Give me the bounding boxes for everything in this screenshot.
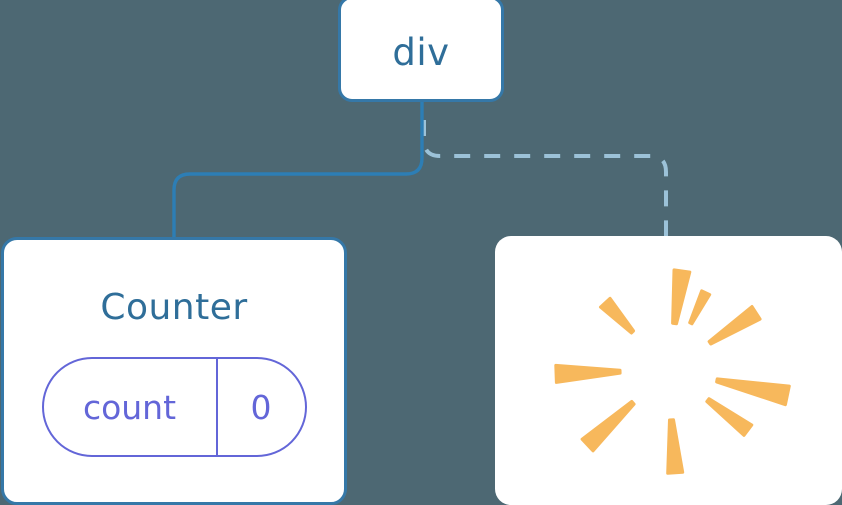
- state-key-label: count: [44, 359, 218, 455]
- state-pill-count[interactable]: count 0: [41, 357, 307, 457]
- sparkle-burst-icon: [554, 268, 791, 475]
- ray-e: [715, 377, 791, 407]
- ray-n: [671, 268, 692, 326]
- sparkle-ray-group: [554, 268, 791, 475]
- ray-se: [705, 397, 754, 437]
- ray-sw: [580, 399, 636, 453]
- ray-s: [666, 418, 685, 475]
- ray-nw: [599, 296, 636, 335]
- node-div-label: div: [392, 30, 450, 74]
- ray-w: [554, 363, 622, 384]
- ray-ne: [707, 305, 762, 346]
- edge-root-to-sparkle: [422, 120, 668, 237]
- node-counter[interactable]: Counter count 0: [1, 237, 347, 505]
- node-div[interactable]: div: [338, 0, 504, 102]
- node-counter-label: Counter: [100, 287, 248, 328]
- state-value-label: 0: [250, 387, 272, 427]
- edge-root-to-counter: [172, 100, 424, 240]
- node-sparkle[interactable]: [495, 236, 842, 505]
- ray-nne: [688, 289, 712, 326]
